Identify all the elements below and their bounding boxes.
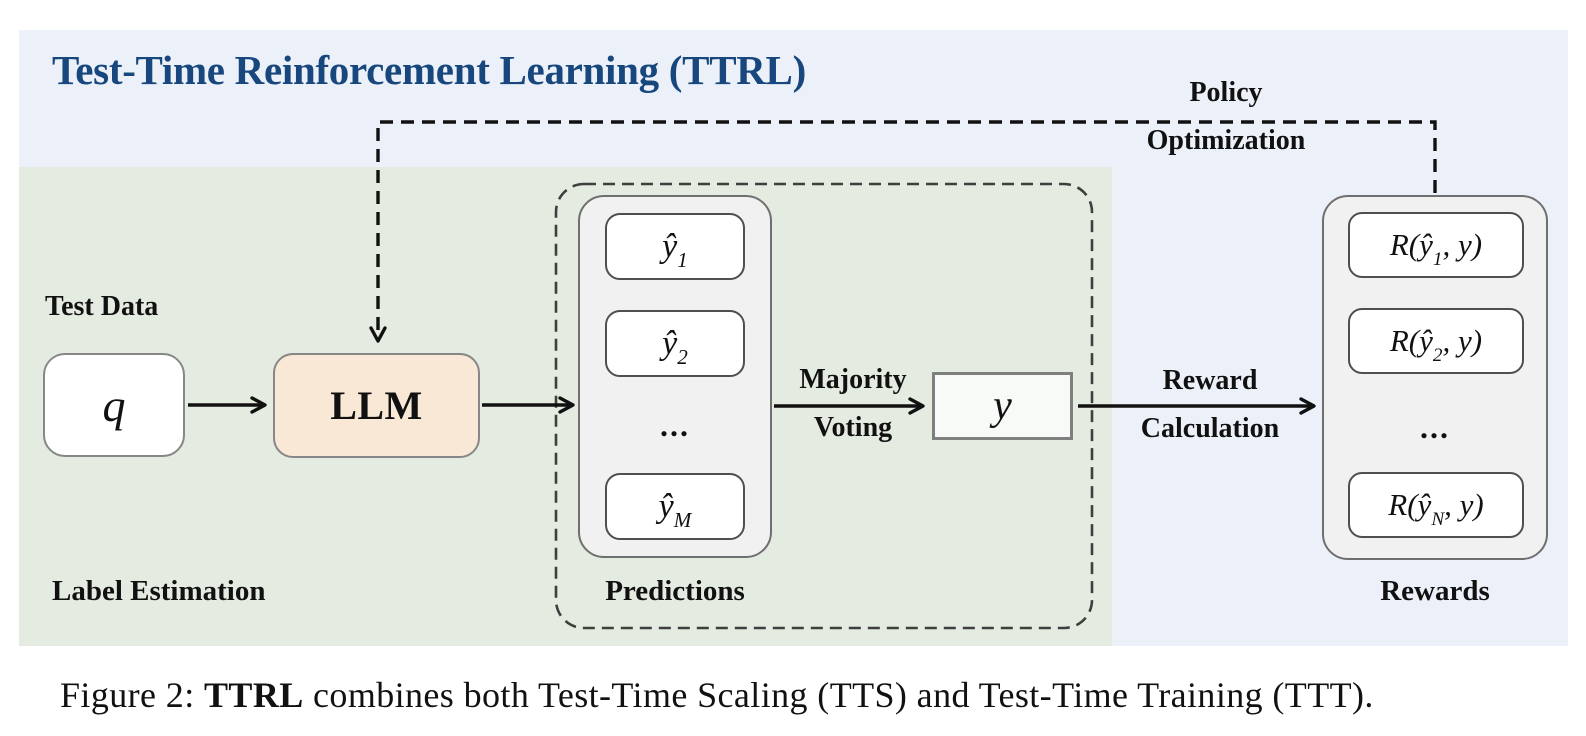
reward-r1-node: R(ŷ1, y) (1348, 212, 1524, 278)
predictions-ellipsis: ... (660, 407, 690, 443)
llm-node: LLM (273, 353, 480, 458)
rewards-label: Rewards (1380, 575, 1490, 607)
rewards-ellipsis: ... (1420, 409, 1450, 445)
prediction-y2-node: ŷ2 (605, 310, 745, 377)
prediction-ym-node: ŷM (605, 473, 745, 540)
predictions-label: Predictions (605, 575, 745, 607)
query-node: q (43, 353, 185, 457)
reward-r2-node: R(ŷ2, y) (1348, 308, 1524, 374)
label-estimation-label: Label Estimation (52, 575, 266, 607)
policy-optimization-label: Policy Optimization (1146, 77, 1306, 156)
predictions-stack: ŷ1 ŷ2 ... ŷM (578, 195, 772, 558)
page-title: Test-Time Reinforcement Learning (TTRL) (52, 47, 806, 93)
figure-caption: Figure 2: TTRL combines both Test-Time S… (60, 675, 1374, 715)
test-data-label: Test Data (45, 291, 159, 322)
majority-voting-label: Majority Voting (799, 364, 907, 443)
reward-calculation-label: Reward Calculation (1140, 365, 1280, 444)
rewards-stack: R(ŷ1, y) R(ŷ2, y) ... R(ŷN, y) (1322, 195, 1548, 560)
consensus-label-node: y (932, 372, 1073, 440)
reward-rn-node: R(ŷN, y) (1348, 472, 1524, 538)
prediction-y1-node: ŷ1 (605, 213, 745, 280)
